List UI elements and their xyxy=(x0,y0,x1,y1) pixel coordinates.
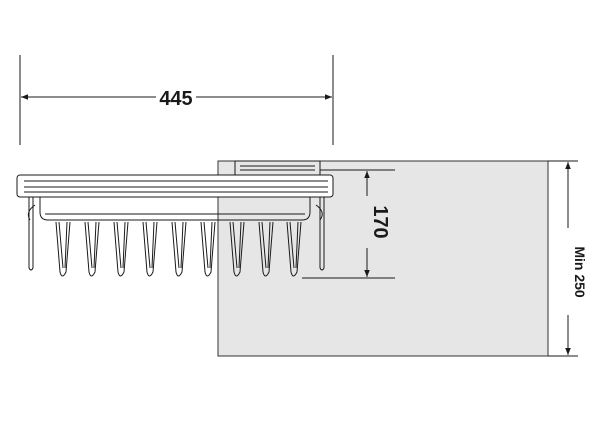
depth-label: 170 xyxy=(369,205,391,238)
min-height-dimension xyxy=(548,160,578,357)
basket-frame xyxy=(27,197,325,271)
min-height-label: Min 250 xyxy=(572,246,588,298)
basket-tines xyxy=(55,221,302,277)
basket-top-rail xyxy=(16,174,334,198)
depth-dimension xyxy=(302,169,395,279)
width-label: 445 xyxy=(159,88,192,110)
width-dimension xyxy=(19,55,334,145)
